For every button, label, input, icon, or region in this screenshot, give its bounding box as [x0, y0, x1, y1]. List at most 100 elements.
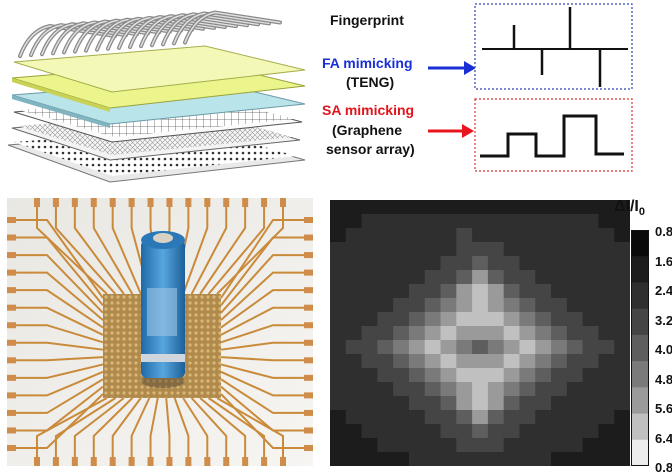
heatmap-cell [614, 228, 630, 243]
copper-trace [73, 397, 125, 462]
heatmap-cell [456, 424, 473, 439]
heatmap-cell [330, 424, 347, 439]
heatmap-cell [551, 242, 568, 257]
heatmap-cell [377, 438, 394, 453]
fingerprint-ridge-highlight [118, 17, 215, 49]
heatmap-cell [408, 354, 426, 369]
heatmap-cell [503, 242, 521, 257]
heatmap-cell [330, 298, 347, 313]
copper-trace [92, 397, 134, 462]
heatmap-cell [487, 298, 505, 313]
heatmap-cell [361, 312, 378, 327]
heatmap-cell [519, 354, 536, 369]
copper-trace [190, 202, 228, 295]
copper-trace [220, 370, 309, 397]
heatmap-cell [408, 424, 426, 439]
heatmap-cell [393, 228, 410, 243]
heatmap-cell [377, 242, 394, 257]
heatmap-cell [377, 214, 394, 229]
heatmap-cell [456, 270, 473, 285]
heatmap-cell [377, 284, 394, 299]
heatmap-cell [377, 396, 394, 411]
copper-trace [182, 202, 209, 295]
heatmap-cell [535, 228, 552, 243]
copper-pad [304, 322, 313, 329]
heatmap-cell [535, 270, 552, 285]
heatmap-cell [566, 340, 584, 355]
heatmap-cell [503, 284, 521, 299]
heatmap-cell [393, 340, 410, 355]
heatmap-cell [393, 214, 410, 229]
heatmap-cell [503, 452, 521, 466]
heatmap-cell [582, 410, 600, 425]
heatmap-cell [472, 256, 489, 271]
heatmap-cell [503, 270, 521, 285]
heatmap-cell [582, 424, 600, 439]
heatmap-cell [440, 340, 457, 355]
heatmap-cell [456, 214, 473, 229]
heatmap-cell [472, 228, 489, 243]
heatmap-cell [535, 214, 552, 229]
heatmap-cell [408, 382, 426, 397]
copper-pad [109, 457, 116, 466]
copper-trace [92, 202, 134, 295]
heatmap-cell [503, 312, 521, 327]
fingerprint-ridges [18, 10, 282, 58]
copper-trace [11, 363, 104, 379]
copper-trace [199, 202, 247, 295]
heatmap-cell [582, 284, 600, 299]
fingerprint-ridge-highlight [19, 25, 116, 57]
heatmap-cell [535, 284, 552, 299]
copper-pad [242, 198, 249, 207]
heatmap-cell [614, 270, 630, 285]
heatmap-cell [456, 256, 473, 271]
copper-pad [109, 198, 116, 207]
heatmap-cell [566, 200, 584, 215]
heatmap-cell [424, 256, 442, 271]
copper-pad [185, 457, 192, 466]
heatmap-cell [566, 452, 584, 466]
heatmap-cell [566, 354, 584, 369]
heatmap-cell [408, 242, 426, 257]
heatmap-cell [535, 326, 552, 341]
fingerprint-ridge-highlight [184, 11, 281, 44]
heatmap-cell [598, 270, 615, 285]
label-sa-mimicking: SA mimicking [322, 102, 415, 118]
heatmap-cell [361, 368, 378, 383]
heatmap-cell [408, 438, 426, 453]
copper-pad [71, 457, 78, 466]
copper-pad [52, 457, 59, 466]
heatmap-cell [551, 270, 568, 285]
heatmap-cell [519, 228, 536, 243]
heatmap-cell [551, 424, 568, 439]
heatmap-cell [598, 368, 615, 383]
copper-pad [7, 252, 16, 259]
heatmap-cell [472, 396, 489, 411]
heatmap-cell [614, 284, 630, 299]
heatmap-cell [614, 256, 630, 271]
heatmap-cell [345, 382, 363, 397]
heatmap-cell [440, 284, 457, 299]
heatmap-cell [487, 396, 505, 411]
copper-pad [304, 304, 313, 311]
heatmap-cell [566, 228, 584, 243]
heatmap-cell [393, 200, 410, 215]
copper-pad [304, 392, 313, 399]
heatmap-cell [377, 368, 394, 383]
heatmap-cell [551, 438, 568, 453]
heatmap-cell [377, 354, 394, 369]
heatmap-cell [535, 354, 552, 369]
copper-pad [7, 427, 16, 434]
heatmap-cell [487, 452, 505, 466]
heatmap-cell [535, 410, 552, 425]
heatmap-cell [330, 228, 347, 243]
heatmap-cell [503, 228, 521, 243]
heatmap-cell [345, 270, 363, 285]
heatmap-cell [551, 396, 568, 411]
heatmap-cell [551, 340, 568, 355]
heatmap-cell [330, 396, 347, 411]
copper-trace [11, 378, 104, 414]
heatmap-cell [345, 354, 363, 369]
heatmap-cell [582, 438, 600, 453]
